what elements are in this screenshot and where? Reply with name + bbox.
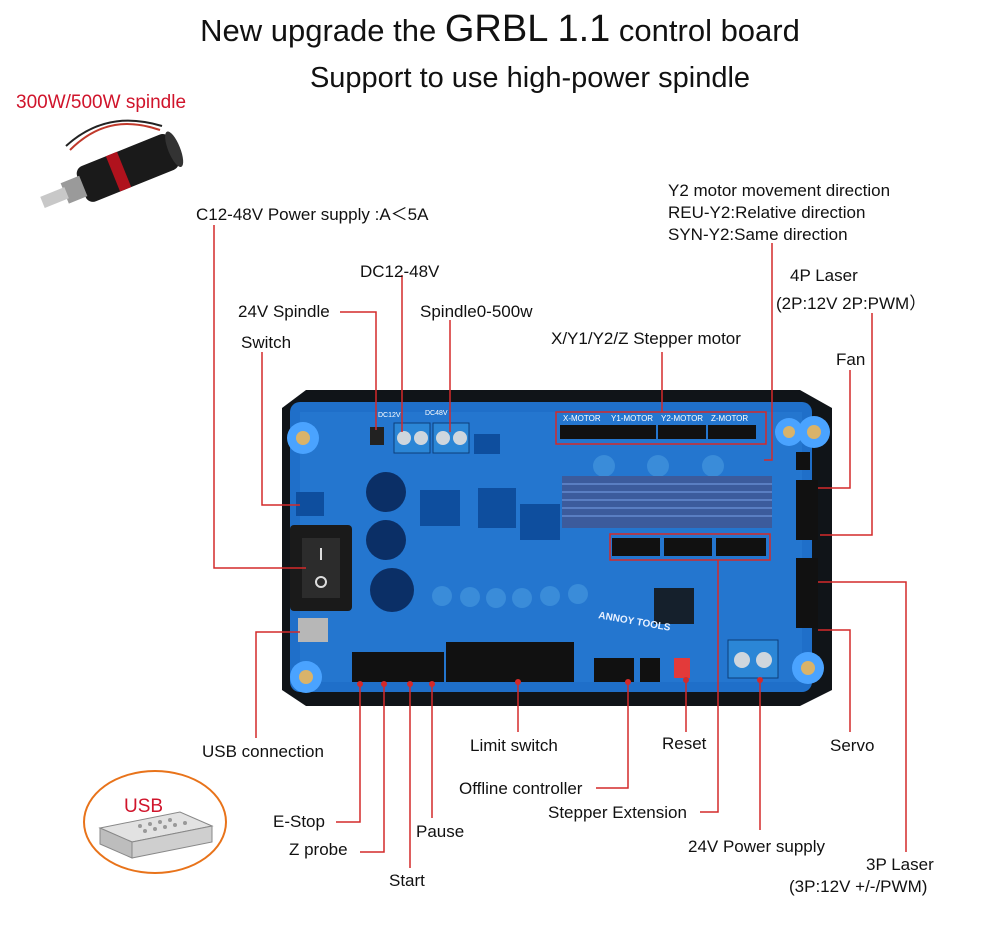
power-supply-icon [98,811,214,859]
page-title: New upgrade the GRBL 1.1 control board [0,8,1000,51]
label-servo: Servo [830,736,875,755]
bottom-headers [352,642,660,682]
page-subtitle: Support to use high-power spindle [309,62,751,94]
y2-motor-text: Y2-MOTOR [661,414,703,423]
label-stepper-motor: X/Y1/Y2/Z Stepper motor [551,329,741,348]
label-usb-connection: USB connection [202,742,324,761]
usb-label: USB [124,796,164,817]
label-fan: Fan [836,350,866,369]
motor-headers: X-MOTOR Y1-MOTOR Y2-MOTOR Z-MOTOR [560,414,756,439]
label-4p-laser: 4P Laser [790,266,858,285]
label-e-stop: E-Stop [273,812,325,831]
title-product: GRBL 1.1 [444,8,611,50]
title-suffix: control board [610,13,800,48]
y1-motor-text: Y1-MOTOR [611,414,653,423]
label-reset: Reset [662,734,707,753]
label-limit-switch: Limit switch [470,736,558,755]
standoffs [287,416,830,693]
label-switch: Switch [241,333,292,352]
title-prefix: New upgrade the [200,13,445,48]
label-y2-same: SYN-Y2:Same direction [668,225,848,244]
dc-out-text: DC48V [425,410,448,417]
label-power-supply: C12-48V Power supply :A＜5A [196,205,429,224]
label-start: Start [389,871,425,890]
label-y2-relative: REU-Y2:Relative direction [668,203,866,222]
callout-lines [213,225,907,868]
switch-header [296,492,324,516]
label-dc: DC12-48V [360,262,440,281]
label-4p-laser-spec: (2P:12V 2P:PWM） [776,294,927,313]
reset-button [674,658,690,678]
x-motor-text: X-MOTOR [563,414,601,423]
label-pause: Pause [416,822,465,841]
label-3p-laser-spec: (3P:12V +/-/PWM) [789,877,928,896]
dc-in-text: DC12V [378,412,401,419]
label-offline-controller: Offline controller [459,779,583,798]
label-24v-spindle: 24V Spindle [238,302,330,321]
regulators [420,434,560,540]
label-spindle-500w: Spindle0-500w [420,302,533,321]
label-24v-power: 24V Power supply [688,837,826,856]
z-motor-text: Z-MOTOR [711,414,748,423]
capacitors [366,455,724,612]
label-z-probe: Z probe [289,840,348,859]
right-connectors [796,452,818,628]
mcu-chip [654,588,694,624]
label-3p-laser: 3P Laser [866,855,934,874]
usb-port [298,618,328,642]
spindle-label: 300W/500W spindle [16,92,187,113]
spindle-motor-icon [40,119,184,208]
power-terminals: DC12V DC48V [370,410,470,454]
label-stepper-extension: Stepper Extension [548,803,687,822]
label-y2-direction: Y2 motor movement direction [668,181,891,200]
